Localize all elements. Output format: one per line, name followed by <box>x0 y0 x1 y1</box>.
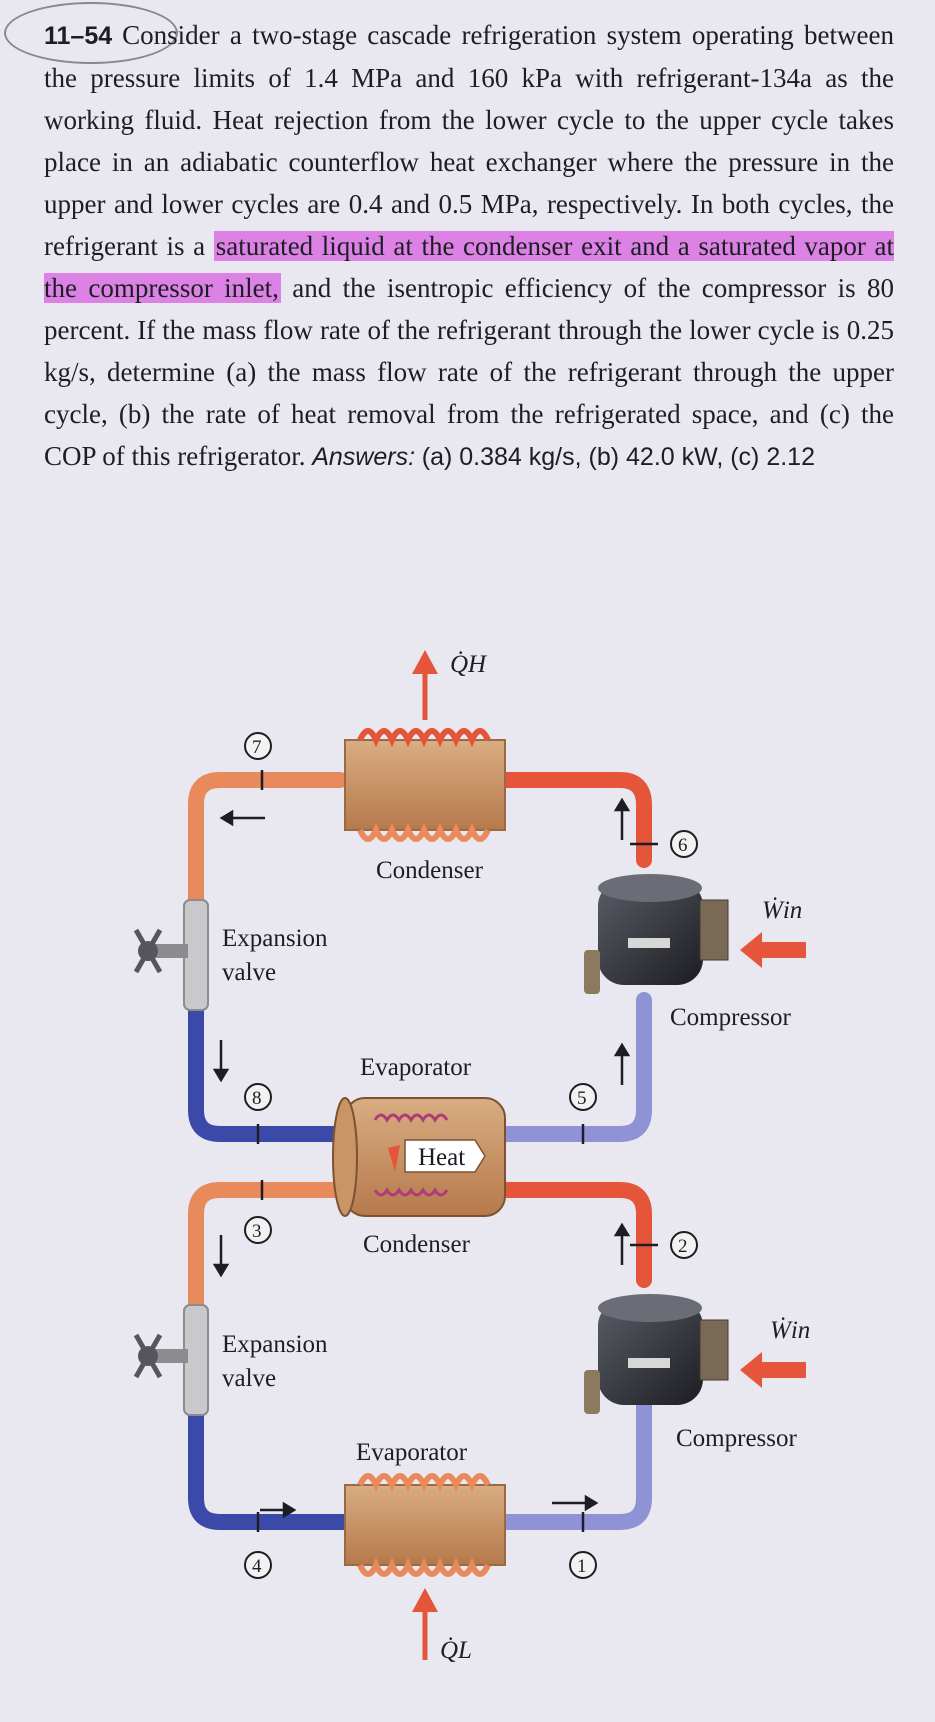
svg-text:3: 3 <box>252 1221 262 1242</box>
svg-text:2: 2 <box>678 1236 688 1257</box>
pipe-valve-to-evaporator-upper <box>188 992 353 1142</box>
upper-cycle-pipes <box>188 772 652 1142</box>
heat-label: Heat <box>418 1144 465 1171</box>
upper-valve-label-line2: valve <box>222 959 276 986</box>
lower-expansion-valve: Expansion valve <box>133 1304 328 1416</box>
cascade-heat-exchanger: Heat Evaporator Condenser <box>332 1054 506 1258</box>
pipe-evaporator-to-compressor-upper <box>497 992 652 1142</box>
upper-condenser-label: Condenser <box>376 857 484 884</box>
pipe-valve-to-evaporator-lower <box>188 1392 353 1530</box>
pipe-condenser-to-valve-lower <box>188 1182 353 1328</box>
lower-condenser-label: Condenser <box>363 1231 471 1258</box>
qh-label: Q̇H <box>450 651 488 678</box>
svg-text:6: 6 <box>678 835 688 856</box>
upper-condenser: Condenser <box>344 728 506 884</box>
cascade-refrigeration-diagram: Condenser Q̇H Heat Evaporator Condenser … <box>133 650 810 1664</box>
problem-text-part2: and the isentropic efficiency of the com… <box>44 273 894 471</box>
answers-values: (a) 0.384 kg/s, (b) 42.0 kW, (c) 2.12 <box>421 443 815 471</box>
svg-text:4: 4 <box>252 1556 262 1577</box>
state-markers <box>256 770 658 1532</box>
lower-evaporator-label: Evaporator <box>356 1439 468 1466</box>
pipe-condenser-to-valve-upper <box>188 772 348 928</box>
lower-evaporator: Evaporator <box>344 1439 506 1577</box>
lower-valve-label-line1: Expansion <box>222 1331 328 1358</box>
problem-number: 11–54 <box>44 22 113 50</box>
ql-arrow: Q̇L <box>412 1588 472 1664</box>
svg-text:7: 7 <box>252 737 262 758</box>
lower-cycle-pipes <box>188 1182 652 1530</box>
qh-arrow: Q̇H <box>412 650 488 720</box>
upper-valve-label-line1: Expansion <box>222 925 328 952</box>
flow-arrows <box>212 797 631 1519</box>
upper-expansion-valve: Expansion valve <box>133 899 328 1011</box>
upper-win-label: Ẇin <box>762 896 802 924</box>
answers-label: Answers: <box>312 443 416 471</box>
svg-text:8: 8 <box>252 1088 262 1109</box>
svg-text:5: 5 <box>577 1088 587 1109</box>
lower-valve-label-line2: valve <box>222 1365 276 1392</box>
pipe-evaporator-to-compressor-lower <box>497 1392 652 1530</box>
state-2: 2 <box>670 1231 698 1259</box>
state-6: 6 <box>670 830 698 858</box>
lower-compressor-label: Compressor <box>676 1425 798 1452</box>
svg-text:1: 1 <box>577 1556 587 1577</box>
state-4: 4 <box>244 1551 272 1579</box>
state-3: 3 <box>244 1216 272 1244</box>
state-7: 7 <box>244 732 272 760</box>
ql-label: Q̇L <box>440 1637 472 1664</box>
upper-compressor-label: Compressor <box>670 1004 792 1031</box>
state-5: 5 <box>569 1083 597 1111</box>
lower-compressor: Ẇin Compressor <box>584 1294 810 1452</box>
upper-evaporator-label: Evaporator <box>360 1054 472 1081</box>
pipe-compressor-to-condenser-lower <box>497 1182 652 1288</box>
pipe-compressor-to-condenser-upper <box>497 772 652 868</box>
state-1: 1 <box>569 1551 597 1579</box>
upper-compressor: Ẇin Compressor <box>584 874 806 1031</box>
problem-text-part1: Consider a two-stage cascade refrigerati… <box>44 20 894 261</box>
state-8: 8 <box>244 1083 272 1111</box>
lower-win-label: Ẇin <box>770 1316 810 1344</box>
pen-circle-mark <box>4 2 178 64</box>
